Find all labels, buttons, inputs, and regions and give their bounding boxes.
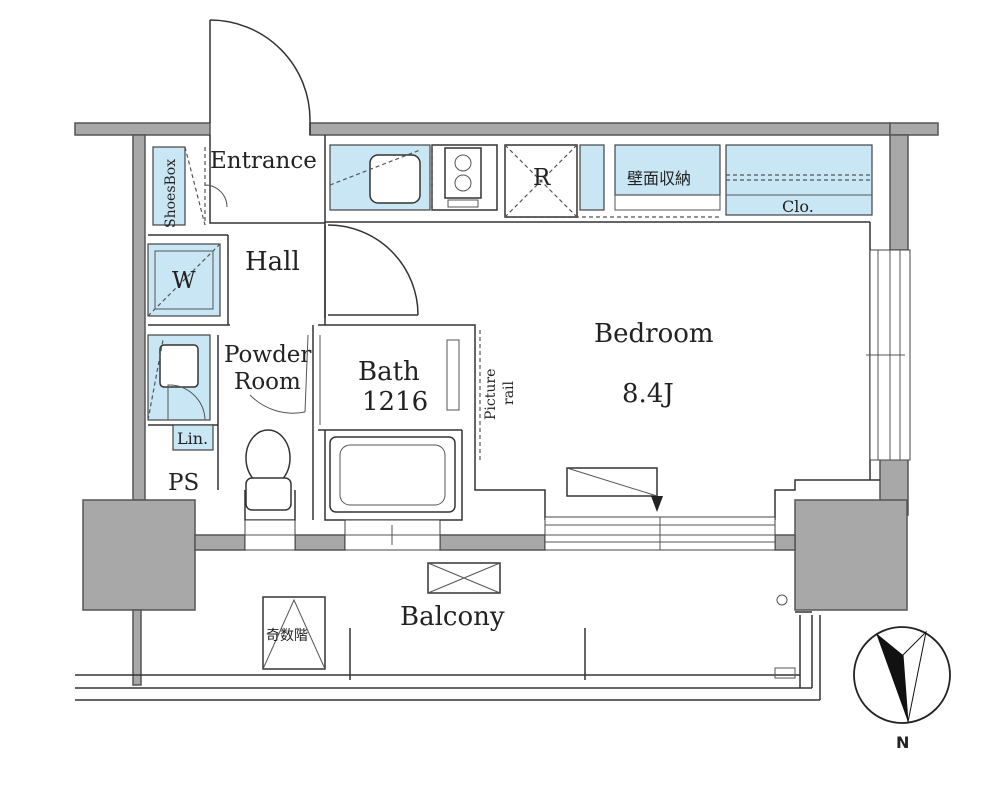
hall-label: Hall bbox=[245, 247, 300, 277]
bedroom-size-label: 8.4J bbox=[622, 379, 674, 409]
picture-rail-label-2: rail bbox=[501, 380, 517, 405]
shoes-box-label: ShoesBox bbox=[163, 159, 179, 228]
wall-storage-label: 壁面収納 bbox=[627, 169, 691, 188]
bath-window bbox=[344, 519, 441, 551]
right-window bbox=[866, 249, 911, 461]
balcony bbox=[75, 594, 821, 701]
escape-hatch: 奇数階 bbox=[262, 596, 326, 670]
refrigerator-label: R bbox=[533, 165, 551, 191]
escape-hatch-label: 奇数階 bbox=[266, 627, 308, 644]
refrigerator: R bbox=[504, 144, 605, 218]
exterior-walls bbox=[74, 122, 939, 686]
linen-closet bbox=[172, 424, 214, 451]
aircon-unit bbox=[566, 467, 663, 512]
closet: Clo. bbox=[725, 144, 873, 216]
shoes-box: ShoesBox bbox=[152, 146, 228, 228]
washer-label: W bbox=[172, 268, 196, 294]
balcony-label: Balcony bbox=[400, 602, 505, 632]
kitchen-counter bbox=[329, 144, 498, 211]
powder-room-label-1: Powder bbox=[224, 342, 311, 368]
bathtub bbox=[329, 436, 456, 513]
entrance-label: Entrance bbox=[210, 148, 317, 174]
ps-label: PS bbox=[168, 470, 199, 496]
linen-label: Lin. bbox=[177, 429, 208, 448]
toilet bbox=[245, 429, 292, 511]
bedroom-sliding-window bbox=[544, 516, 776, 551]
powder-room-label-2: Room bbox=[234, 369, 301, 395]
vanity bbox=[147, 334, 211, 421]
bath-size-label: 1216 bbox=[362, 387, 428, 417]
closet-label: Clo. bbox=[782, 197, 814, 216]
toilet-window bbox=[244, 519, 296, 551]
bath-label: Bath bbox=[358, 357, 420, 387]
stove-icon bbox=[444, 147, 482, 208]
washer-space: W bbox=[147, 243, 221, 317]
compass: N bbox=[853, 626, 951, 752]
bedroom-label: Bedroom bbox=[594, 319, 714, 349]
picture-rail-label-1: Picture bbox=[483, 369, 499, 420]
entrance-door bbox=[209, 19, 311, 135]
north-label: N bbox=[896, 733, 909, 752]
powder-room-door bbox=[249, 394, 306, 414]
wall-storage: 壁面収納 bbox=[614, 144, 721, 211]
outdoor-unit bbox=[427, 562, 501, 594]
hall-door bbox=[324, 224, 419, 318]
